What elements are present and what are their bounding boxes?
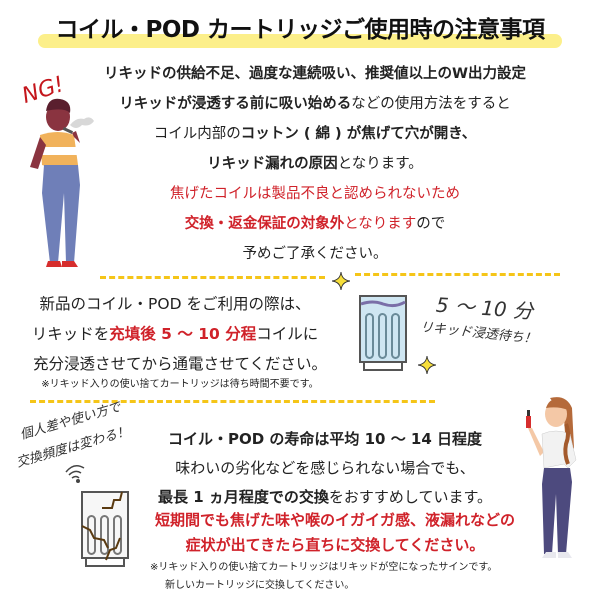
soak-line-2: リキッドを充填後 5 ～ 10 分程コイルに [20, 322, 330, 344]
warning-line-4: リキッド漏れの原因となります。 [80, 152, 550, 173]
lifespan-note-1: ※リキッド入りの使い捨てカートリッジはリキッドが空になったサインです。 [150, 562, 498, 573]
exclusion-normal: となります [344, 216, 417, 232]
warning-line-2: リキッドが浸透する前に吸い始めるなどの使用方法をすると [80, 92, 550, 113]
soak-line-2-red: 充填後 5 ～ 10 分程 [109, 325, 257, 343]
warning-line-4-bold: リキッド漏れの原因 [207, 156, 338, 172]
burnt-smoke-icon [65, 465, 85, 483]
warning-line-4-normal: となります。 [337, 156, 423, 172]
lifespan-line-2: 味わいの劣化などを感じられない場合でも、 [175, 459, 475, 477]
soak-note: ※リキッド入りの使い捨てカートリッジは待ち時間不要です。 [41, 379, 319, 390]
warning-line-2-normal: などの使用方法をすると [351, 96, 511, 112]
lifespan-line-3-normal: をおすすめしています。 [328, 488, 492, 506]
man-smoking-illustration [30, 98, 94, 267]
coil-full-icon [359, 295, 407, 371]
soak-line-2-pre: リキッドを [31, 325, 110, 343]
divider-dashed-2 [30, 400, 435, 403]
lifespan-line-3-bold: 最長 1 ヵ月程度での交換 [158, 488, 329, 506]
lifespan-red-line-2: 症状が出てきたら直ちに交換してください。 [185, 536, 485, 554]
sparkle-icon [332, 272, 350, 290]
page-title: コイル・POD カートリッジご使用時の注意事項 [55, 17, 545, 43]
soak-line-3: 充分浸透させてから通電させてください。 [32, 355, 328, 373]
exclusion-bold: 交換・返金保証の対象外 [184, 216, 345, 232]
exclusion-tail: ので [416, 216, 446, 232]
warning-line-3-bold: コットン ( 綿 ) が焦げて穴が開き、 [240, 126, 477, 142]
soak-line-1: 新品のコイル・POD をご利用の際は、 [39, 295, 311, 313]
woman-with-liquid-illustration [526, 397, 577, 558]
warning-line-1-text: リキッドの供給不足、過度な連続吸い、推奨値以上のW出力設定 [104, 66, 526, 82]
warning-line-2-bold: リキッドが浸透する前に吸い始める [119, 96, 352, 112]
lifespan-line-1: コイル・POD の寿命は平均 10 ～ 14 日程度 [167, 430, 483, 448]
soak-line-2-post: コイルに [256, 325, 319, 343]
sparkle-icon-2 [418, 356, 436, 374]
warning-line-3-pre: コイル内部の [153, 126, 241, 142]
title-block: コイル・POD カートリッジご使用時の注意事項 [38, 8, 562, 52]
warning-line-3: コイル内部のコットン ( 綿 ) が焦げて穴が開き、 [80, 122, 550, 143]
coil-burnt-icon [81, 491, 129, 567]
warning-last-line: 予めご了承ください。 [242, 246, 388, 262]
lifespan-note-2: 新しいカートリッジに交換してください。 [165, 580, 355, 591]
title-highlight [38, 34, 562, 48]
divider-dashed-1b [355, 273, 560, 276]
warning-line-1: リキッドの供給不足、過度な連続吸い、推奨値以上のW出力設定 [80, 62, 550, 83]
lifespan-red-line-1: 短期間でも焦げた味や喉のイガイガ感、液漏れなどの [154, 511, 515, 529]
warning-red-line: 焦げたコイルは製品不良と認められないため [170, 186, 460, 202]
warning-exclusion-line: 交換・返金保証の対象外となりますので [80, 212, 550, 233]
lifespan-line-3: 最長 1 ヵ月程度での交換をおすすめしています。 [150, 486, 500, 507]
divider-dashed-1 [100, 276, 325, 279]
